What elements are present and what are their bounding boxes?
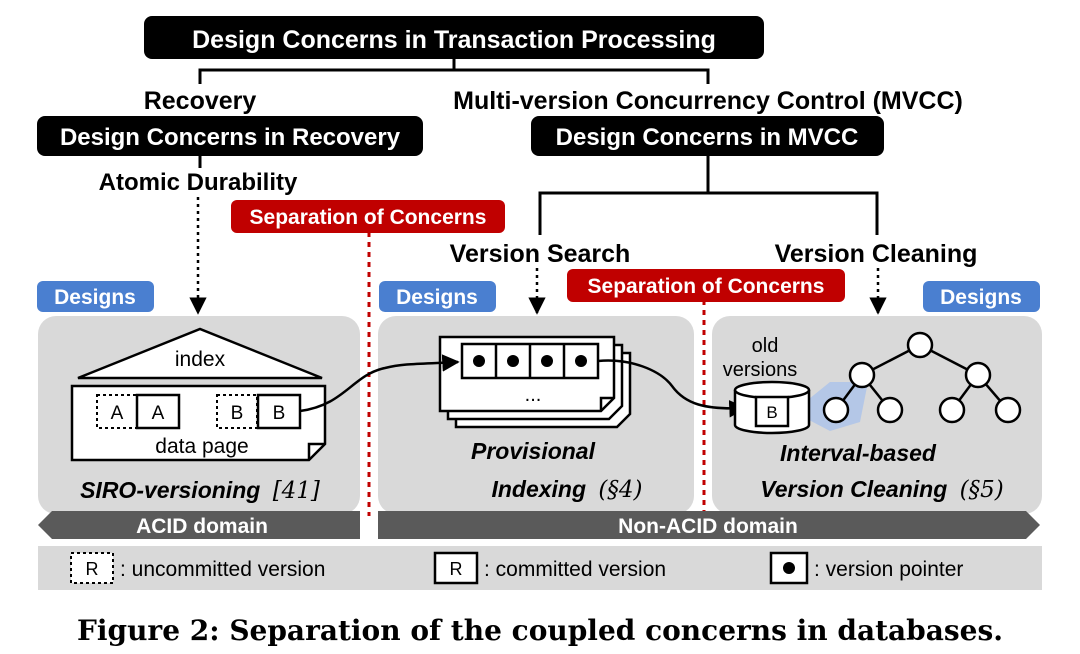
old-versions-store: B bbox=[733, 380, 811, 435]
separation-badge-2: Separation of Concerns bbox=[567, 269, 845, 302]
version-pointer-dot bbox=[575, 355, 587, 367]
tree-node bbox=[964, 361, 992, 389]
tree-node bbox=[906, 331, 934, 359]
legend-pointer: : version pointer bbox=[769, 551, 963, 585]
top-title: Design Concerns in Transaction Processin… bbox=[192, 26, 716, 54]
figure-caption: Figure 2: Separation of the coupled conc… bbox=[77, 614, 1003, 647]
designs-badge-2: Designs bbox=[379, 281, 496, 312]
svg-text:A: A bbox=[152, 403, 165, 424]
legend-pointer-text: : version pointer bbox=[814, 558, 963, 581]
tree-node bbox=[822, 396, 850, 424]
version-search-label: Version Search bbox=[450, 240, 631, 268]
designs-badge-2-label: Designs bbox=[396, 286, 478, 309]
siro-to-index-arrow bbox=[299, 354, 460, 413]
version-pointer-dot bbox=[507, 355, 519, 367]
cleaning-title-line1: Interval-based bbox=[780, 440, 937, 466]
designs-badge-1: Designs bbox=[37, 281, 154, 312]
recovery-box: Design Concerns in Recovery bbox=[37, 116, 423, 156]
svg-text:A: A bbox=[111, 403, 124, 424]
non-acid-domain-label: Non-ACID domain bbox=[618, 515, 798, 538]
old-versions-line2: versions bbox=[723, 359, 797, 381]
tree-node bbox=[848, 361, 876, 389]
siro-title: SIRO-versioning [41] bbox=[80, 477, 320, 504]
svg-text:B: B bbox=[273, 403, 286, 424]
designs-badge-3-label: Designs bbox=[940, 286, 1022, 309]
legend-bar bbox=[38, 546, 1042, 590]
version-tree bbox=[822, 331, 1022, 424]
acid-domain-label: ACID domain bbox=[136, 515, 268, 538]
tree-node bbox=[994, 396, 1022, 424]
svg-text:R: R bbox=[86, 559, 99, 579]
recovery-box-label: Design Concerns in Recovery bbox=[60, 124, 401, 151]
mvcc-connector bbox=[538, 156, 879, 235]
svg-text:R: R bbox=[450, 559, 463, 579]
designs-badge-3: Designs bbox=[923, 281, 1040, 312]
index-triangle: index bbox=[77, 327, 323, 380]
svg-text:B: B bbox=[231, 403, 244, 424]
committed-version-b: B bbox=[256, 393, 302, 430]
acid-domain-bar: ACID domain bbox=[38, 511, 360, 539]
provisional-title-line1: Provisional bbox=[471, 438, 596, 464]
legend-committed-text: : committed version bbox=[484, 558, 666, 581]
mvcc-box: Design Concerns in MVCC bbox=[531, 116, 884, 156]
legend-uncommitted-text: : uncommitted version bbox=[120, 558, 325, 581]
provisional-ellipsis: ... bbox=[525, 384, 542, 406]
top-connector bbox=[198, 59, 710, 84]
old-version-label: B bbox=[766, 403, 777, 422]
index-label: index bbox=[175, 348, 226, 371]
legend-uncommitted: R : uncommitted version bbox=[70, 552, 325, 584]
tree-node bbox=[876, 396, 904, 424]
version-pointer-array bbox=[460, 342, 600, 380]
top-title-box: Design Concerns in Transaction Processin… bbox=[144, 16, 764, 59]
separation-badge-1-label: Separation of Concerns bbox=[250, 206, 487, 229]
committed-version-a: A bbox=[135, 393, 181, 430]
uncommitted-version-b: B bbox=[216, 394, 258, 429]
recovery-label: Recovery bbox=[144, 87, 257, 115]
cleaning-title-line2: Version Cleaning (§5) bbox=[760, 476, 1004, 503]
mvcc-label: Multi-version Concurrency Control (MVCC) bbox=[453, 87, 963, 115]
provisional-title-line2: Indexing (§4) bbox=[491, 476, 642, 503]
pointer-to-old-version-arrow bbox=[597, 359, 747, 418]
version-cleaning-label: Version Cleaning bbox=[775, 240, 978, 268]
version-pointer-dot bbox=[473, 355, 485, 367]
tree-node bbox=[938, 396, 966, 424]
uncommitted-version-a: A bbox=[96, 394, 138, 429]
designs-badge-1-label: Designs bbox=[54, 286, 136, 309]
mvcc-box-label: Design Concerns in MVCC bbox=[556, 124, 859, 151]
separation-badge-2-label: Separation of Concerns bbox=[588, 275, 825, 298]
atomic-durability-label: Atomic Durability bbox=[99, 169, 298, 196]
separation-badge-1: Separation of Concerns bbox=[231, 200, 505, 233]
legend-committed: R : committed version bbox=[433, 551, 666, 585]
data-page-label: data page bbox=[155, 435, 248, 458]
version-pointer-dot bbox=[541, 355, 553, 367]
non-acid-domain-bar: Non-ACID domain bbox=[378, 511, 1040, 539]
old-versions-line1: old bbox=[752, 335, 779, 357]
